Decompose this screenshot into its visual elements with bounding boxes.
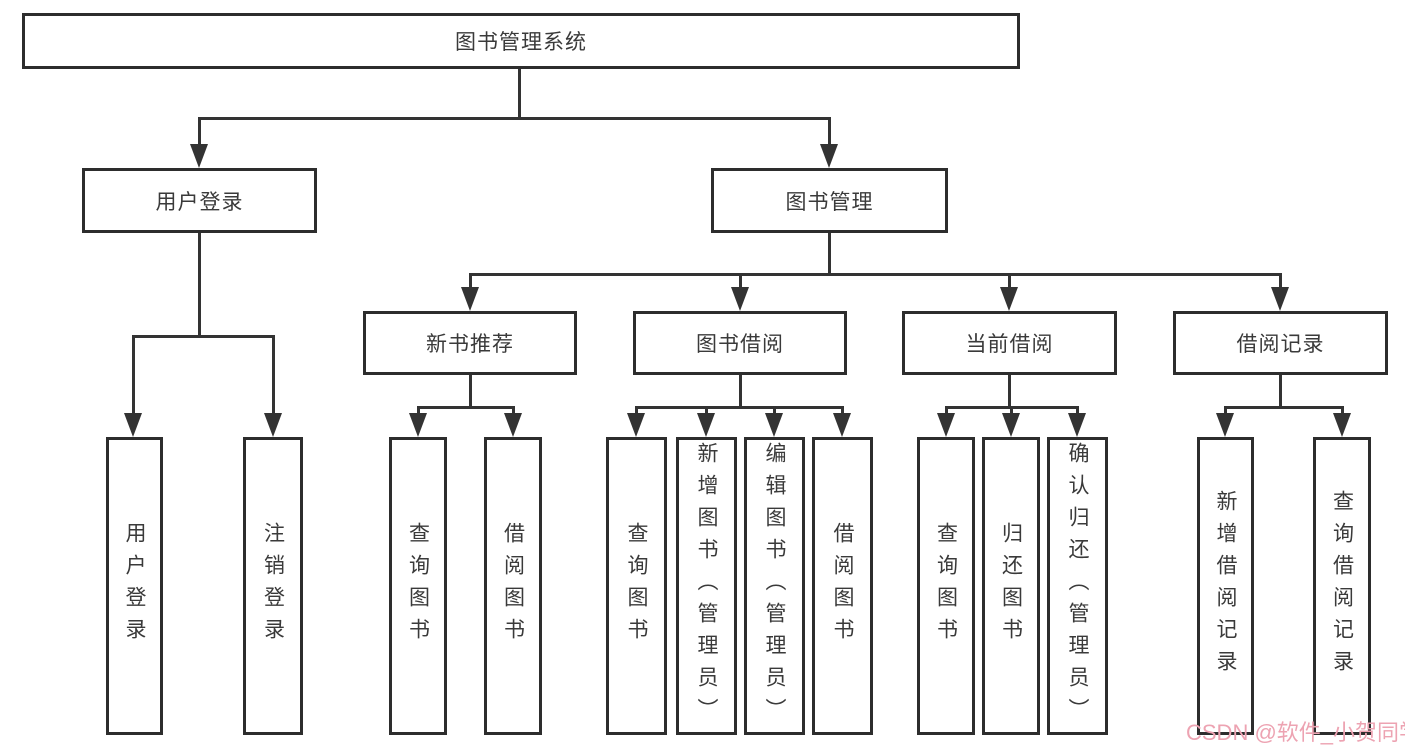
connector-line: [1341, 406, 1344, 413]
leaf-label: 查询图书: [406, 522, 430, 650]
node-new-book-recommend: 新书推荐: [363, 311, 577, 375]
connector-line: [132, 335, 275, 338]
node-new-book-recommend-label: 新书推荐: [426, 333, 514, 356]
leaf-add-borrow-record: 新增借阅记录: [1197, 437, 1254, 735]
leaf-edit-books-admin: 编辑图书（管理员）: [744, 437, 805, 735]
connector-line: [828, 233, 831, 273]
connector-line: [132, 335, 135, 413]
connector-line: [773, 406, 776, 413]
arrow-down-icon: [833, 413, 851, 437]
leaf-query-books: 查询图书: [606, 437, 667, 735]
connector-line: [1008, 375, 1011, 406]
connector-line: [198, 117, 831, 120]
leaf-confirm-return-admin: 确认归还（管理员）: [1047, 437, 1108, 735]
leaf-logout: 注销登录: [243, 437, 303, 735]
arrow-down-icon: [1002, 413, 1020, 437]
connector-line: [512, 406, 515, 413]
node-borrow-records-label: 借阅记录: [1236, 333, 1325, 356]
arrow-down-icon: [820, 144, 838, 168]
leaf-user-login-label: 用户登录: [123, 522, 146, 650]
arrow-down-icon: [461, 287, 479, 311]
connector-line: [1008, 273, 1011, 287]
connector-line: [198, 233, 201, 335]
connector-line: [1224, 406, 1343, 409]
node-current-borrow: 当前借阅: [902, 311, 1117, 375]
arrow-down-icon: [264, 413, 282, 437]
arrow-down-icon: [1000, 287, 1018, 311]
leaf-label: 编辑图书（管理员）: [763, 442, 786, 730]
node-user-login: 用户登录: [82, 168, 317, 233]
arrow-down-icon: [124, 413, 142, 437]
leaf-label: 归还图书: [999, 522, 1023, 650]
connector-line: [198, 117, 201, 144]
connector-line: [1010, 406, 1013, 413]
node-book-borrow: 图书借阅: [633, 311, 847, 375]
connector-line: [417, 406, 420, 413]
leaf-label: 新增图书（管理员）: [695, 442, 718, 730]
leaf-label: 确认归还（管理员）: [1066, 442, 1089, 730]
leaf-logout-label: 注销登录: [261, 522, 285, 650]
leaf-return-books: 归还图书: [982, 437, 1040, 735]
arrow-down-icon: [627, 413, 645, 437]
node-book-management: 图书管理: [711, 168, 948, 233]
connector-line: [739, 273, 742, 287]
leaf-label: 查询图书: [625, 522, 648, 650]
connector-line: [705, 406, 708, 413]
connector-line: [1279, 273, 1282, 287]
node-root: 图书管理系统: [22, 13, 1020, 69]
connector-line: [469, 375, 472, 406]
leaf-label: 查询图书: [934, 522, 958, 650]
connector-line: [635, 406, 638, 413]
connector-line: [739, 375, 742, 406]
connector-line: [635, 406, 844, 409]
leaf-label: 新增借阅记录: [1214, 490, 1237, 682]
arrow-down-icon: [937, 413, 955, 437]
leaf-label: 借阅图书: [831, 522, 854, 650]
connector-line: [1224, 406, 1227, 413]
connector-line: [841, 406, 844, 413]
connector-line: [828, 117, 831, 144]
connector-line: [1076, 406, 1079, 413]
connector-line: [417, 406, 515, 409]
leaf-label: 查询借阅记录: [1330, 490, 1354, 682]
arrow-down-icon: [1216, 413, 1234, 437]
connector-line: [945, 406, 948, 413]
connector-line: [518, 69, 521, 117]
leaf-label: 借阅图书: [501, 522, 525, 650]
arrow-down-icon: [765, 413, 783, 437]
leaf-borrow-books: 借阅图书: [484, 437, 542, 735]
node-root-label: 图书管理系统: [455, 31, 587, 54]
leaf-query-books: 查询图书: [389, 437, 447, 735]
arrow-down-icon: [504, 413, 522, 437]
node-user-login-label: 用户登录: [155, 190, 244, 214]
node-book-borrow-label: 图书借阅: [696, 333, 784, 356]
leaf-query-books: 查询图书: [917, 437, 975, 735]
leaf-borrow-books: 借阅图书: [812, 437, 873, 735]
arrow-down-icon: [697, 413, 715, 437]
arrow-down-icon: [1068, 413, 1086, 437]
arrow-down-icon: [1271, 287, 1289, 311]
csdn-watermark: CSDN @软件_小贺同学: [1186, 720, 1405, 745]
connector-line: [469, 273, 1282, 276]
connector-line: [1279, 375, 1282, 406]
arrow-down-icon: [409, 413, 427, 437]
connector-line: [272, 335, 275, 413]
arrow-down-icon: [1333, 413, 1351, 437]
arrow-down-icon: [731, 287, 749, 311]
node-book-management-label: 图书管理: [785, 190, 874, 214]
leaf-add-books-admin: 新增图书（管理员）: [676, 437, 737, 735]
connector-line: [469, 273, 472, 287]
leaf-user-login: 用户登录: [106, 437, 163, 735]
node-current-borrow-label: 当前借阅: [965, 333, 1054, 356]
node-borrow-records: 借阅记录: [1173, 311, 1388, 375]
arrow-down-icon: [190, 144, 208, 168]
leaf-query-borrow-record: 查询借阅记录: [1313, 437, 1371, 735]
